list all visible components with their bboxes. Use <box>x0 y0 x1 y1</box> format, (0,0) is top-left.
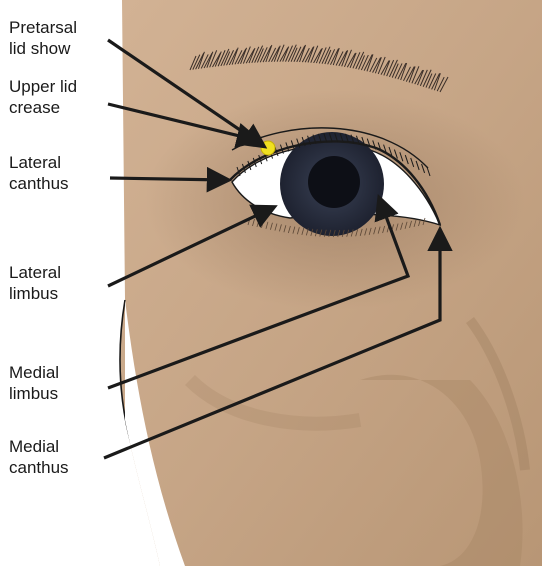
face-illustration <box>120 0 542 566</box>
arrow-lat-canthus <box>110 178 226 180</box>
pretarsal-marker <box>261 141 275 155</box>
pupil <box>308 156 360 208</box>
label-lateral-limbus: Laterallimbus <box>9 262 61 304</box>
label-upper-lid-crease: Upper lidcrease <box>9 76 77 118</box>
